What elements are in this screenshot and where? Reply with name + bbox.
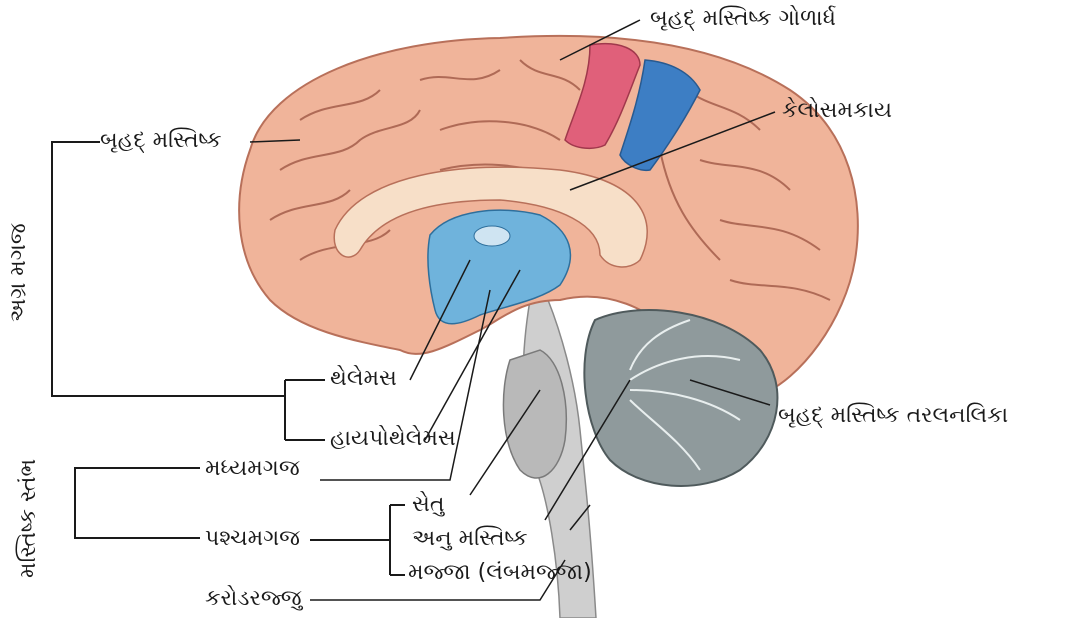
label-thalamus: થેલેમસ [330, 368, 397, 390]
label-pons: સેતુ [412, 494, 444, 516]
label-cerebellum: અનુ મસ્તિષ્ક [412, 528, 528, 550]
label-corpus-callosum: કેલોસમકાય [782, 100, 892, 122]
label-spinal-cord: કરોડરજ્જુ [205, 588, 302, 610]
label-cerebrum: બૃહદ્ મસ્તિષ્ક [100, 130, 222, 152]
label-forebrain-group: અગ્ર મગજ [8, 223, 30, 322]
pons-shape [503, 350, 566, 478]
label-arbor-vitae: બૃહદ્ મસ્તિષ્ક તરલનલિકા [778, 405, 1008, 427]
label-hindbrain: પશ્ચમગજ [205, 528, 300, 550]
thalamus-shape [474, 226, 510, 246]
label-medulla: મજ્જા (લંબમજ્જા) [408, 562, 592, 584]
label-brainstem-group: મસ્તિષ્ક સ્તંભ [18, 459, 40, 578]
label-cerebral-hemisphere: બૃહદ્ મસ્તિષ્ક ગોળાર્ધ [650, 8, 836, 30]
label-hypothalamus: હાયપોથેલેમસ [330, 428, 456, 450]
label-midbrain: મધ્યમગજ [205, 458, 300, 480]
